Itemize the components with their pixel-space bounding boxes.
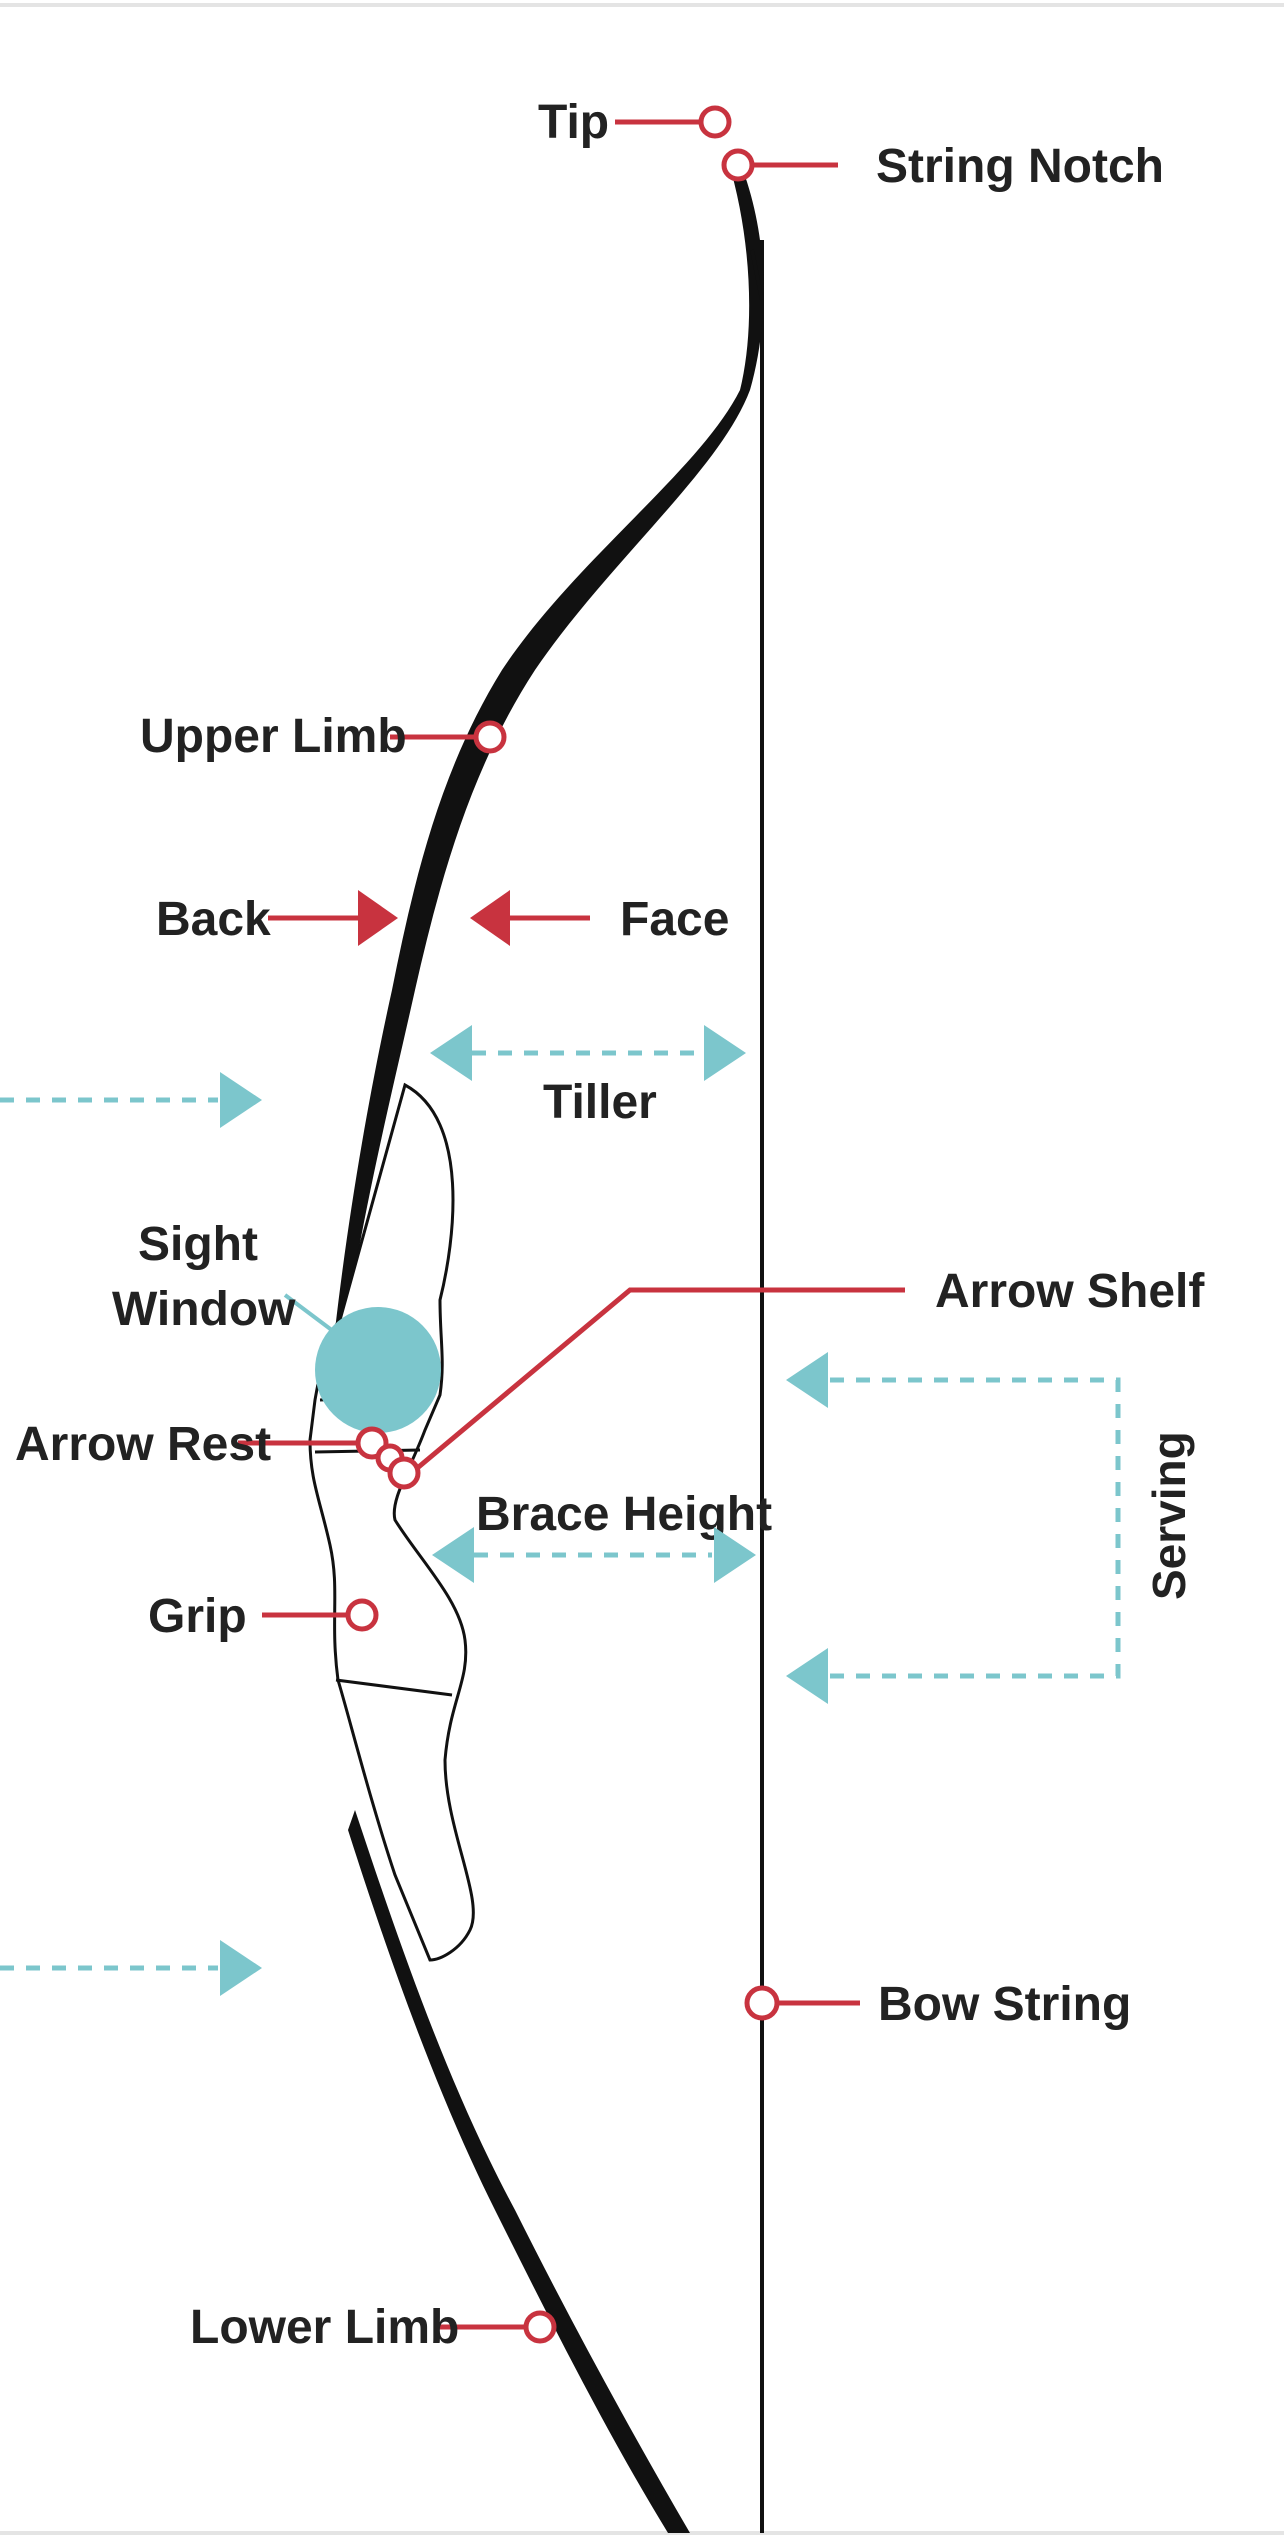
tiller-label: Tiller <box>543 1076 657 1129</box>
tiller-arrow-right <box>704 1025 746 1081</box>
lower-limb-marker <box>523 2310 557 2344</box>
sight-window-label-line2: Window <box>112 1283 296 1336</box>
tip-label: Tip <box>538 96 609 149</box>
string-notch-label: String Notch <box>876 140 1164 193</box>
sight-window-label-line1: Sight <box>138 1218 258 1271</box>
sight-window-pointer <box>283 1293 347 1342</box>
sight-window-marker <box>315 1307 441 1433</box>
brace-height-arrow-left <box>432 1527 474 1583</box>
string-notch-marker <box>721 148 755 182</box>
brace-height-label: Brace Height <box>476 1488 772 1541</box>
riser <box>308 1082 475 1962</box>
back-label: Back <box>156 893 271 946</box>
arrow-shelf-label: Arrow Shelf <box>935 1265 1205 1318</box>
tiller-arrow-left <box>430 1025 472 1081</box>
back-arrow-head <box>358 890 398 946</box>
left-arrow-lower <box>220 1940 262 1996</box>
string-top-segment <box>750 249 764 301</box>
face-label: Face <box>620 893 729 946</box>
tip-marker <box>698 105 732 139</box>
bow-string-marker <box>744 1985 780 2021</box>
arrow-rest-label: Arrow Rest <box>15 1418 271 1471</box>
face-arrow-head <box>470 890 510 946</box>
grip-marker <box>345 1598 379 1632</box>
bow-string-label: Bow String <box>878 1978 1131 2031</box>
arrow-shelf-marker <box>387 1456 421 1490</box>
serving-arrow-top <box>786 1352 828 1408</box>
serving-bracket <box>830 1377 1121 1679</box>
arrow-shelf-leader <box>413 1287 905 1472</box>
serving-label: Serving <box>1143 1431 1195 1600</box>
brace-height-arrow-right <box>714 1527 756 1583</box>
upper-limb-label: Upper Limb <box>140 710 407 763</box>
left-arrow-upper <box>220 1072 262 1128</box>
serving-arrow-bottom <box>786 1648 828 1704</box>
upper-limb-marker <box>473 720 507 754</box>
lower-limb-label: Lower Limb <box>190 2301 459 2354</box>
lower-limb-shape <box>348 1810 690 2533</box>
grip-label: Grip <box>148 1590 247 1643</box>
